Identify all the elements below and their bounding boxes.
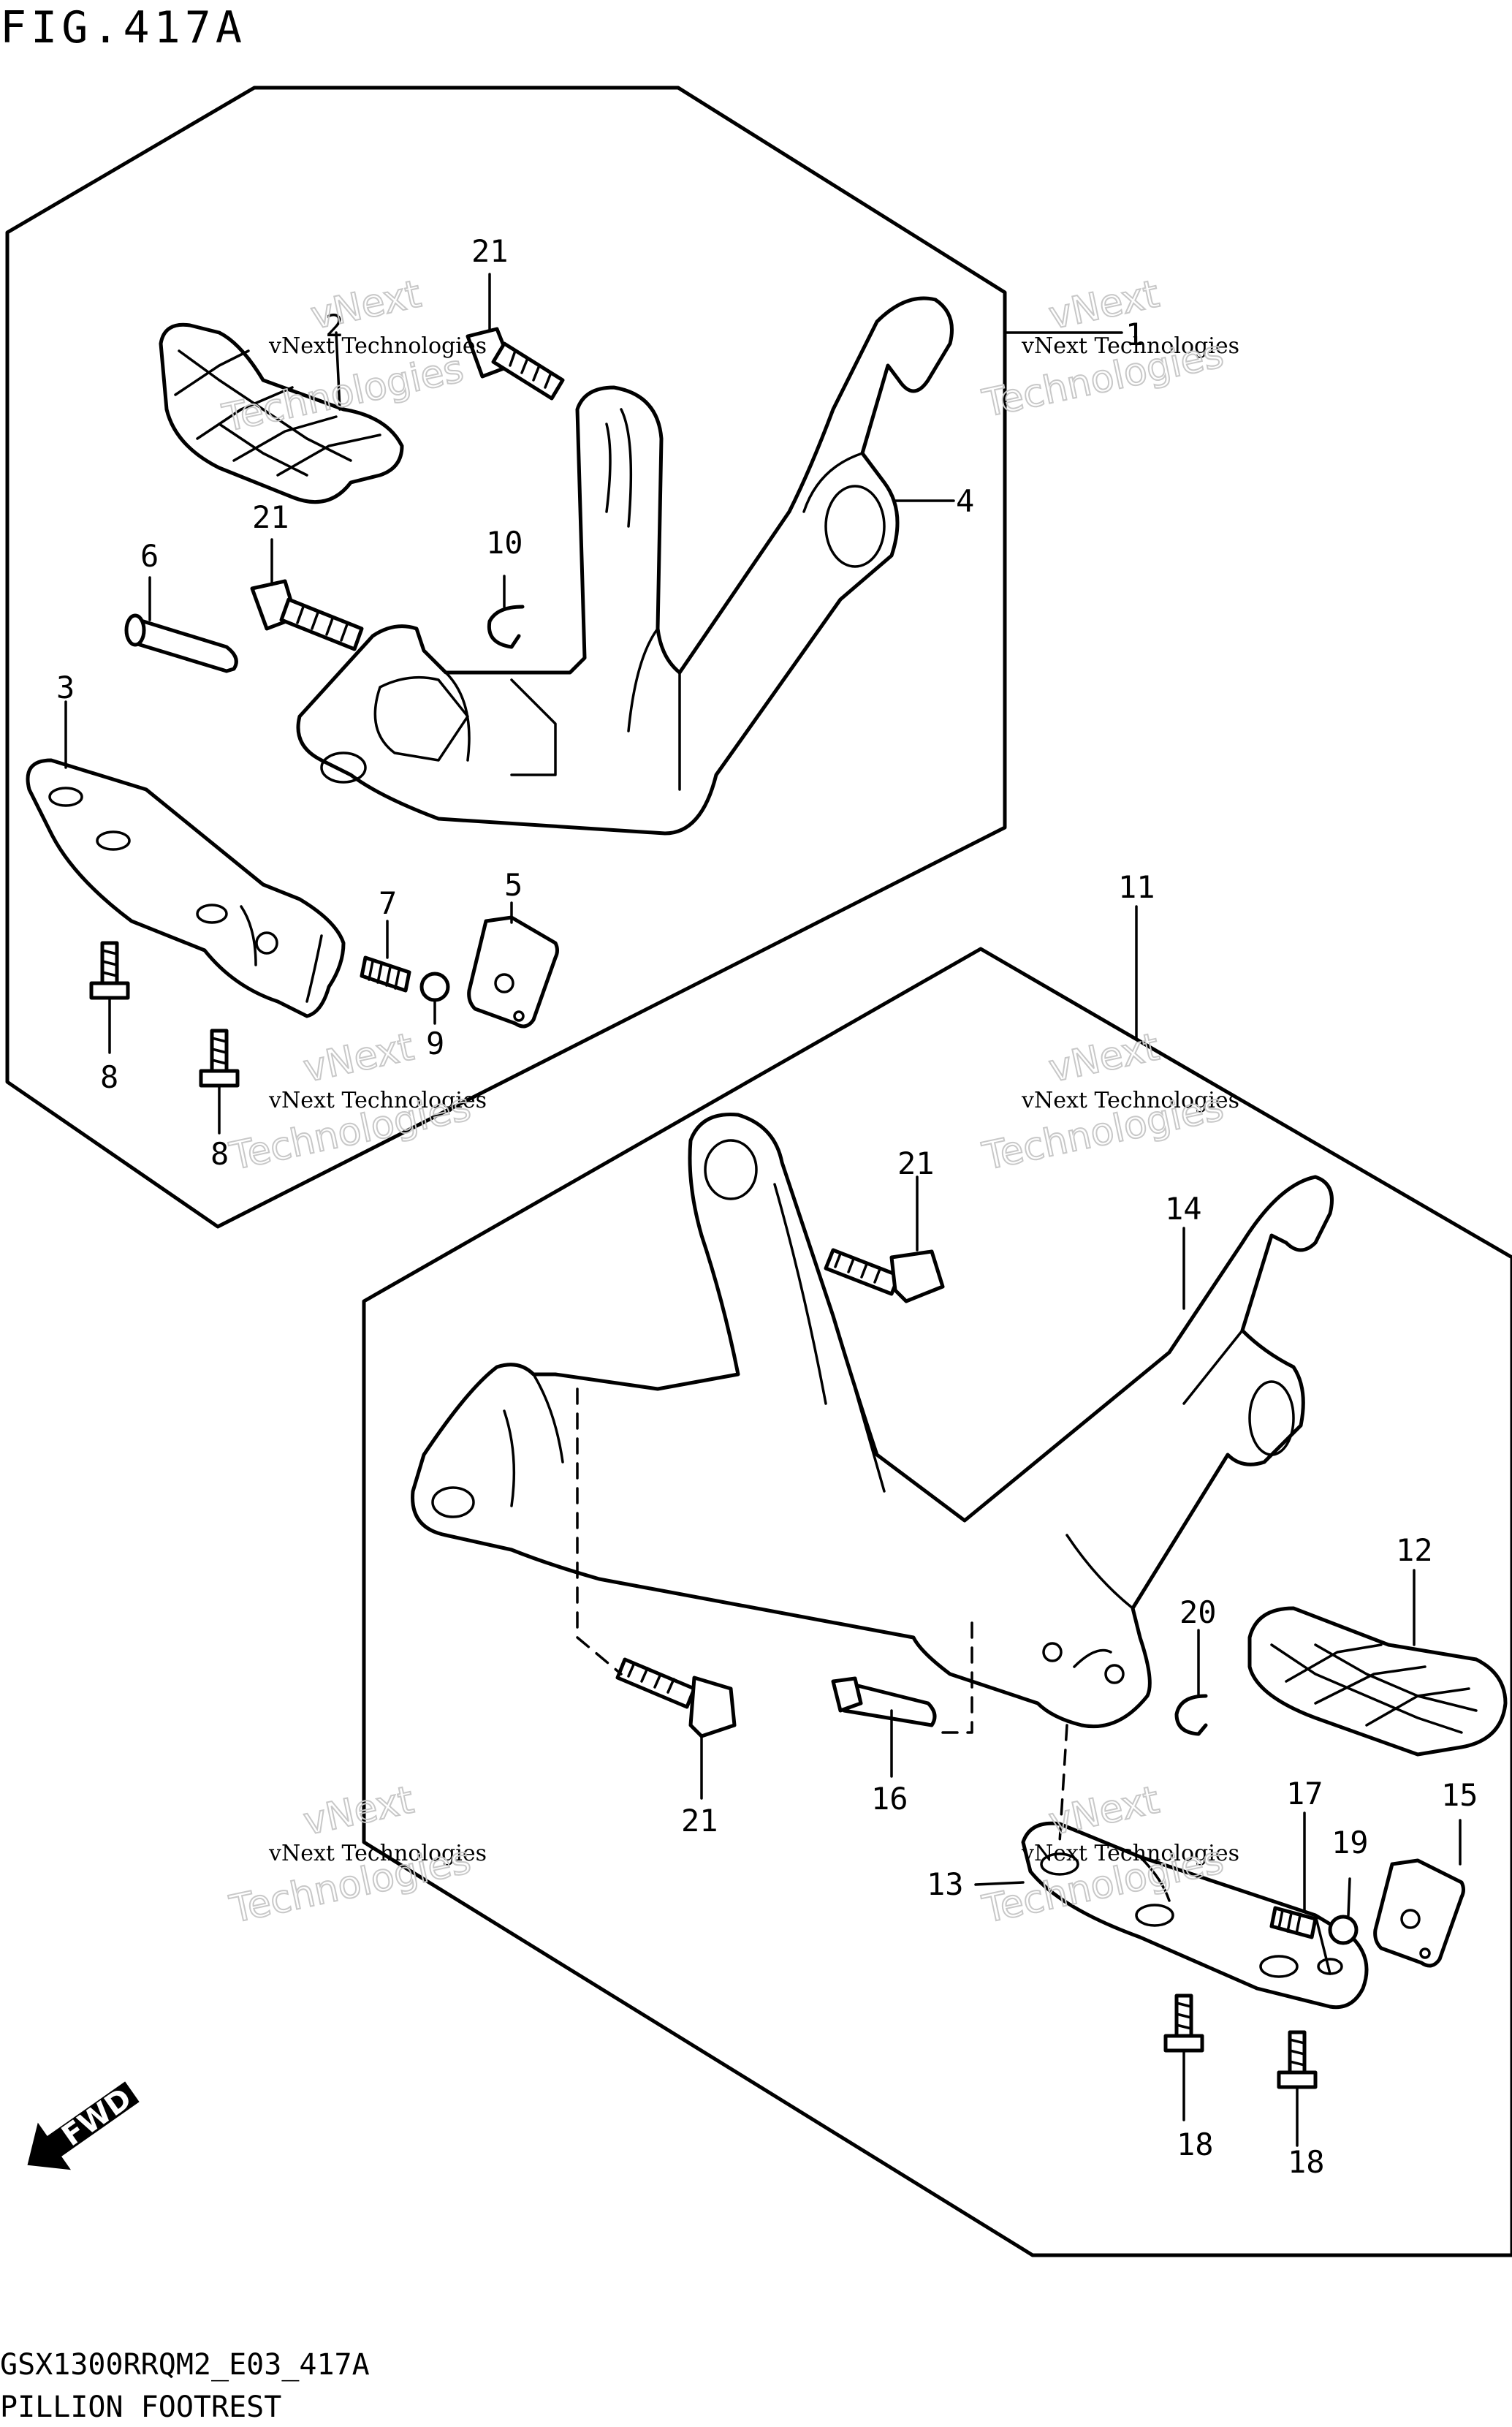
callout-19: 19 xyxy=(1331,1825,1369,1860)
callout-21-lower-b: 21 xyxy=(681,1803,718,1839)
part-21-bolt-lower-b xyxy=(615,1657,737,1738)
watermark-a-line1: vNext Technologies xyxy=(268,333,487,359)
part-10-clip xyxy=(487,605,525,649)
watermark-e-line1: vNext Technologies xyxy=(268,1841,487,1866)
lower-assembly: 11 21 14 12 20 16 21 17 19 15 13 18 18 xyxy=(362,869,1512,2257)
part-21-bolt-upper-a xyxy=(466,327,565,401)
watermark-d: vNext Technologies vNext Technologies xyxy=(978,1024,1239,1179)
part-2-footpeg-rubber xyxy=(159,322,404,504)
watermark-e: vNext Technologies vNext Technologies xyxy=(225,1777,487,1932)
watermark-e-line2: vNext xyxy=(300,1778,417,1844)
callout-7: 7 xyxy=(379,885,397,921)
callout-10: 10 xyxy=(486,525,523,561)
watermark-d-line2: vNext xyxy=(1045,1025,1163,1091)
part-9-ball xyxy=(419,972,450,1002)
part-5-plate xyxy=(467,915,559,1029)
fwd-arrow-icon: FWD xyxy=(27,2081,140,2170)
callout-21-lower-a: 21 xyxy=(897,1146,935,1181)
part-3-footrest xyxy=(26,758,346,1018)
callout-20: 20 xyxy=(1179,1594,1217,1630)
part-15-plate xyxy=(1373,1858,1465,1968)
callout-15: 15 xyxy=(1441,1777,1478,1813)
watermark-a-line2: vNext xyxy=(307,272,425,338)
part-19-ball xyxy=(1328,1915,1359,1945)
upper-assembly: 21 2 1 4 21 6 10 3 5 7 9 8 8 xyxy=(5,86,1144,1229)
callout-9: 9 xyxy=(426,1026,444,1061)
part-8-screw-a xyxy=(89,941,130,1000)
watermark-b: vNext Technologies vNext Technologies xyxy=(978,271,1239,426)
callout-11: 11 xyxy=(1118,869,1155,905)
watermark-d-line1: vNext Technologies xyxy=(1021,1088,1239,1113)
upper-leader-lines xyxy=(64,273,1123,1135)
callout-18-a: 18 xyxy=(1177,2127,1214,2162)
callout-2: 2 xyxy=(325,308,343,344)
part-7-spring xyxy=(360,955,411,993)
callout-3: 3 xyxy=(56,670,75,705)
part-17-spring xyxy=(1269,1906,1318,1939)
callout-6: 6 xyxy=(140,538,159,574)
watermark-c-line2: vNext xyxy=(300,1025,417,1091)
upper-assembly-boundary xyxy=(5,86,1007,1229)
part-21-bolt-lower-a xyxy=(824,1248,945,1303)
callout-5: 5 xyxy=(504,867,523,903)
part-20-clip xyxy=(1174,1694,1208,1736)
lower-leader-lines xyxy=(700,905,1462,2147)
callout-16: 16 xyxy=(871,1781,908,1817)
callout-17: 17 xyxy=(1286,1776,1323,1811)
figure-caption: PILLION FOOTREST xyxy=(0,2390,281,2424)
lower-assembly-boundary xyxy=(362,947,1512,2257)
part-13-footrest xyxy=(1021,1821,1369,2010)
part-14-bracket xyxy=(411,1112,1334,1729)
watermark-b-line2: vNext xyxy=(1045,272,1163,338)
part-6-pin xyxy=(124,613,238,673)
callout-8-a: 8 xyxy=(100,1059,118,1095)
callout-14: 14 xyxy=(1165,1191,1202,1227)
part-12-footpeg-rubber xyxy=(1247,1606,1508,1757)
callout-1: 1 xyxy=(1125,317,1144,352)
callout-18-b: 18 xyxy=(1288,2144,1325,2180)
callout-4: 4 xyxy=(956,483,974,519)
part-18-screw-b xyxy=(1277,2030,1318,2089)
callout-8-b: 8 xyxy=(210,1136,229,1172)
fwd-label: FWD xyxy=(56,2082,138,2154)
lower-assembly-dashed-lines xyxy=(576,1387,1068,1844)
callout-12: 12 xyxy=(1396,1532,1433,1568)
watermark-b-line1: vNext Technologies xyxy=(1021,333,1239,359)
part-18-screw-a xyxy=(1163,1994,1204,2053)
part-8-screw-b xyxy=(199,1029,240,1088)
watermark-c-line1: vNext Technologies xyxy=(268,1088,487,1113)
part-4-bracket xyxy=(296,296,954,836)
part-21-bolt-upper-b xyxy=(250,579,364,651)
watermark-f-line1: vNext Technologies xyxy=(1021,1841,1239,1866)
callout-21-mid: 21 xyxy=(252,499,289,535)
model-code: GSX1300RRQM2_E03_417A xyxy=(0,2348,370,2382)
callout-13: 13 xyxy=(927,1866,964,1902)
part-16-pin xyxy=(831,1676,937,1727)
figure-title: FIG.417A xyxy=(0,2,246,53)
callout-21-top: 21 xyxy=(471,233,509,269)
